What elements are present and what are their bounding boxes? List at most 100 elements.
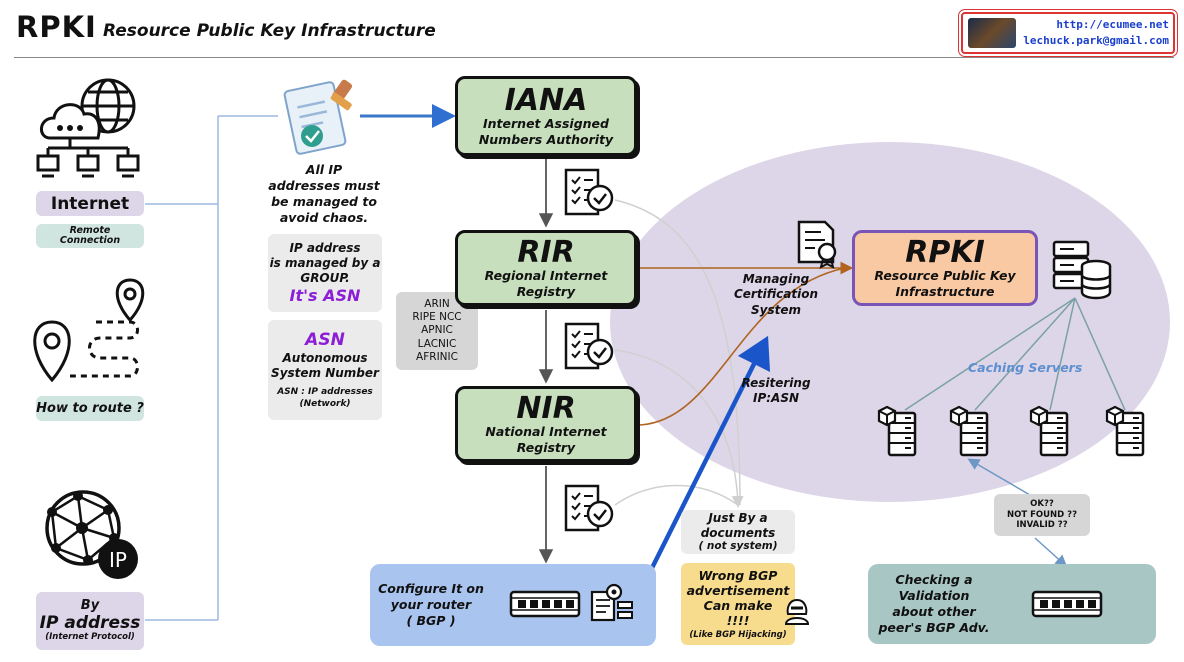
nir-box: NIR National Internet Registry	[455, 386, 637, 462]
route-path-icon	[33, 278, 145, 383]
managing-line-1: Managing	[742, 272, 810, 286]
ip-address-text: IP address	[39, 612, 141, 633]
just-docs-line-1: Just By a	[708, 511, 768, 526]
checking-validation-box: Checking a Validation about other peer's…	[868, 564, 1156, 644]
rir-item-lacnic: LACNIC	[417, 337, 457, 350]
remote-connection-label: Remote Connection	[36, 224, 144, 248]
asn-note: ASN : IP addresses	[277, 387, 373, 398]
managing-certification-text: Managing Certification System	[728, 272, 824, 318]
configure-line-1: Configure It on	[378, 581, 484, 596]
registering-line-1: Resitering	[741, 376, 811, 390]
iana-full-line-2: Numbers Authority	[478, 131, 614, 147]
page-subtitle: Resource Public Key Infrastructure	[103, 21, 436, 41]
nir-name: NIR	[516, 390, 576, 426]
contact-card: http://ecumee.net lechuck.park@gmail.com	[961, 12, 1175, 54]
rpki-name: RPKI	[905, 234, 985, 270]
how-to-route-label: How to route ?	[36, 396, 144, 421]
wrong-bgp-line-4: !!!!	[726, 612, 750, 628]
asn-full-line-2: System Number	[271, 366, 379, 381]
server-icon	[1105, 405, 1145, 457]
iana-box: IANA Internet Assigned Numbers Authority	[455, 76, 637, 156]
asn-note-2: (Network)	[299, 398, 351, 409]
author-avatar	[968, 18, 1016, 48]
certificate-icon	[797, 220, 837, 269]
rir-name: RIR	[517, 234, 575, 270]
asn-title: ASN	[305, 330, 345, 351]
rpki-box: RPKI Resource Public Key Infrastructure	[852, 230, 1038, 306]
group-line-2: is managed by a	[269, 255, 381, 270]
checking-text: Checking a Validation about other peer's…	[874, 572, 994, 636]
rir-item-arin: ARIN	[424, 298, 450, 311]
managed-line-3: be managed to	[271, 194, 377, 209]
managed-line-4: avoid chaos.	[279, 210, 369, 225]
ip-badge-icon: IP	[98, 539, 138, 579]
wrong-bgp-line-3: Can make	[703, 597, 773, 613]
group-line-1: IP address	[289, 240, 361, 255]
wrong-bgp-box: Wrong BGP advertisement Can make !!!! (L…	[681, 563, 795, 645]
asn-card: ASN Autonomous System Number ASN : IP ad…	[268, 320, 382, 420]
wrong-bgp-line-1: Wrong BGP	[698, 567, 778, 583]
server-icon	[877, 405, 917, 457]
router-icon	[1031, 590, 1103, 618]
rir-box: RIR Regional Internet Registry	[455, 230, 637, 306]
internet-protocol-text: (Internet Protocol)	[45, 632, 135, 643]
managed-text: All IP addresses must be managed to avoi…	[260, 162, 388, 226]
status-invalid: INVALID ??	[1016, 520, 1068, 531]
checking-line-4: peer's BGP Adv.	[878, 620, 990, 635]
managing-line-2: Certification	[733, 287, 818, 302]
managing-line-3: System	[751, 302, 801, 317]
validation-status-box: OK?? NOT FOUND ?? INVALID ??	[994, 494, 1090, 536]
managed-line-1: All IP	[305, 162, 343, 177]
its-asn-text: It's ASN	[289, 285, 361, 305]
checklist-icon	[564, 484, 614, 532]
status-not-found: NOT FOUND ??	[1006, 509, 1078, 520]
managed-line-2: addresses must	[268, 178, 380, 193]
rir-item-afrinic: AFRINIC	[416, 350, 458, 363]
rpki-full-line-2: Infrastructure	[895, 283, 995, 299]
server-icon	[1029, 405, 1069, 457]
checklist-icon	[564, 168, 614, 216]
asn-full-line-1: Autonomous	[282, 351, 368, 366]
contact-email[interactable]: lechuck.park@gmail.com	[1023, 34, 1169, 47]
group-line-3: GROUP.	[300, 270, 350, 285]
configure-text: Configure It on your router ( BGP )	[376, 581, 486, 629]
by-text: By	[80, 597, 100, 613]
configure-line-2: your router	[390, 597, 472, 612]
rpki-full-line-1: Resource Public Key	[874, 268, 1016, 284]
registering-text: Resitering IP:ASN	[737, 376, 815, 407]
iana-full-line-1: Internet Assigned	[483, 116, 609, 132]
registering-line-2: IP:ASN	[752, 391, 800, 406]
database-server-icon	[1052, 240, 1112, 300]
hijack-note: (Like BGP Hijacking)	[689, 629, 787, 640]
status-ok: OK??	[1030, 499, 1054, 510]
gear-document-icon	[590, 583, 633, 622]
contact-url[interactable]: http://ecumee.net	[1056, 18, 1169, 31]
rir-item-apnic: APNIC	[421, 324, 453, 337]
rir-full: Regional Internet Registry	[484, 268, 608, 299]
configure-line-3: ( BGP )	[406, 613, 456, 628]
iana-name: IANA	[504, 82, 588, 118]
by-ip-address-label: By IP address (Internet Protocol)	[36, 592, 144, 650]
checklist-icon	[564, 322, 614, 370]
caching-servers-label: Caching Servers	[968, 360, 1083, 375]
internet-label: Internet	[36, 191, 144, 216]
rir-item-ripe: RIPE NCC	[412, 311, 462, 324]
header-divider	[14, 57, 1174, 58]
server-icon	[949, 405, 989, 457]
cloud-network-icon	[36, 78, 140, 178]
page-title: RPKI	[16, 10, 97, 44]
nir-full: National Internet Registry	[485, 424, 607, 455]
group-card: IP address is managed by a GROUP. It's A…	[268, 234, 382, 312]
remote-line-1: Remote	[69, 224, 111, 236]
router-icon	[509, 590, 581, 618]
just-docs-line-2: documents	[700, 525, 776, 540]
checking-line-1: Checking a	[895, 572, 973, 587]
remote-line-2: Connection	[59, 235, 121, 246]
just-documents-box: Just By a documents ( not system)	[681, 510, 795, 554]
svg-text:IP: IP	[109, 548, 127, 572]
checking-line-2: Validation	[898, 588, 970, 603]
certificate-stamp-icon	[283, 79, 353, 155]
wrong-bgp-line-2: advertisement	[686, 582, 790, 598]
just-docs-line-3: ( not system)	[698, 540, 778, 553]
